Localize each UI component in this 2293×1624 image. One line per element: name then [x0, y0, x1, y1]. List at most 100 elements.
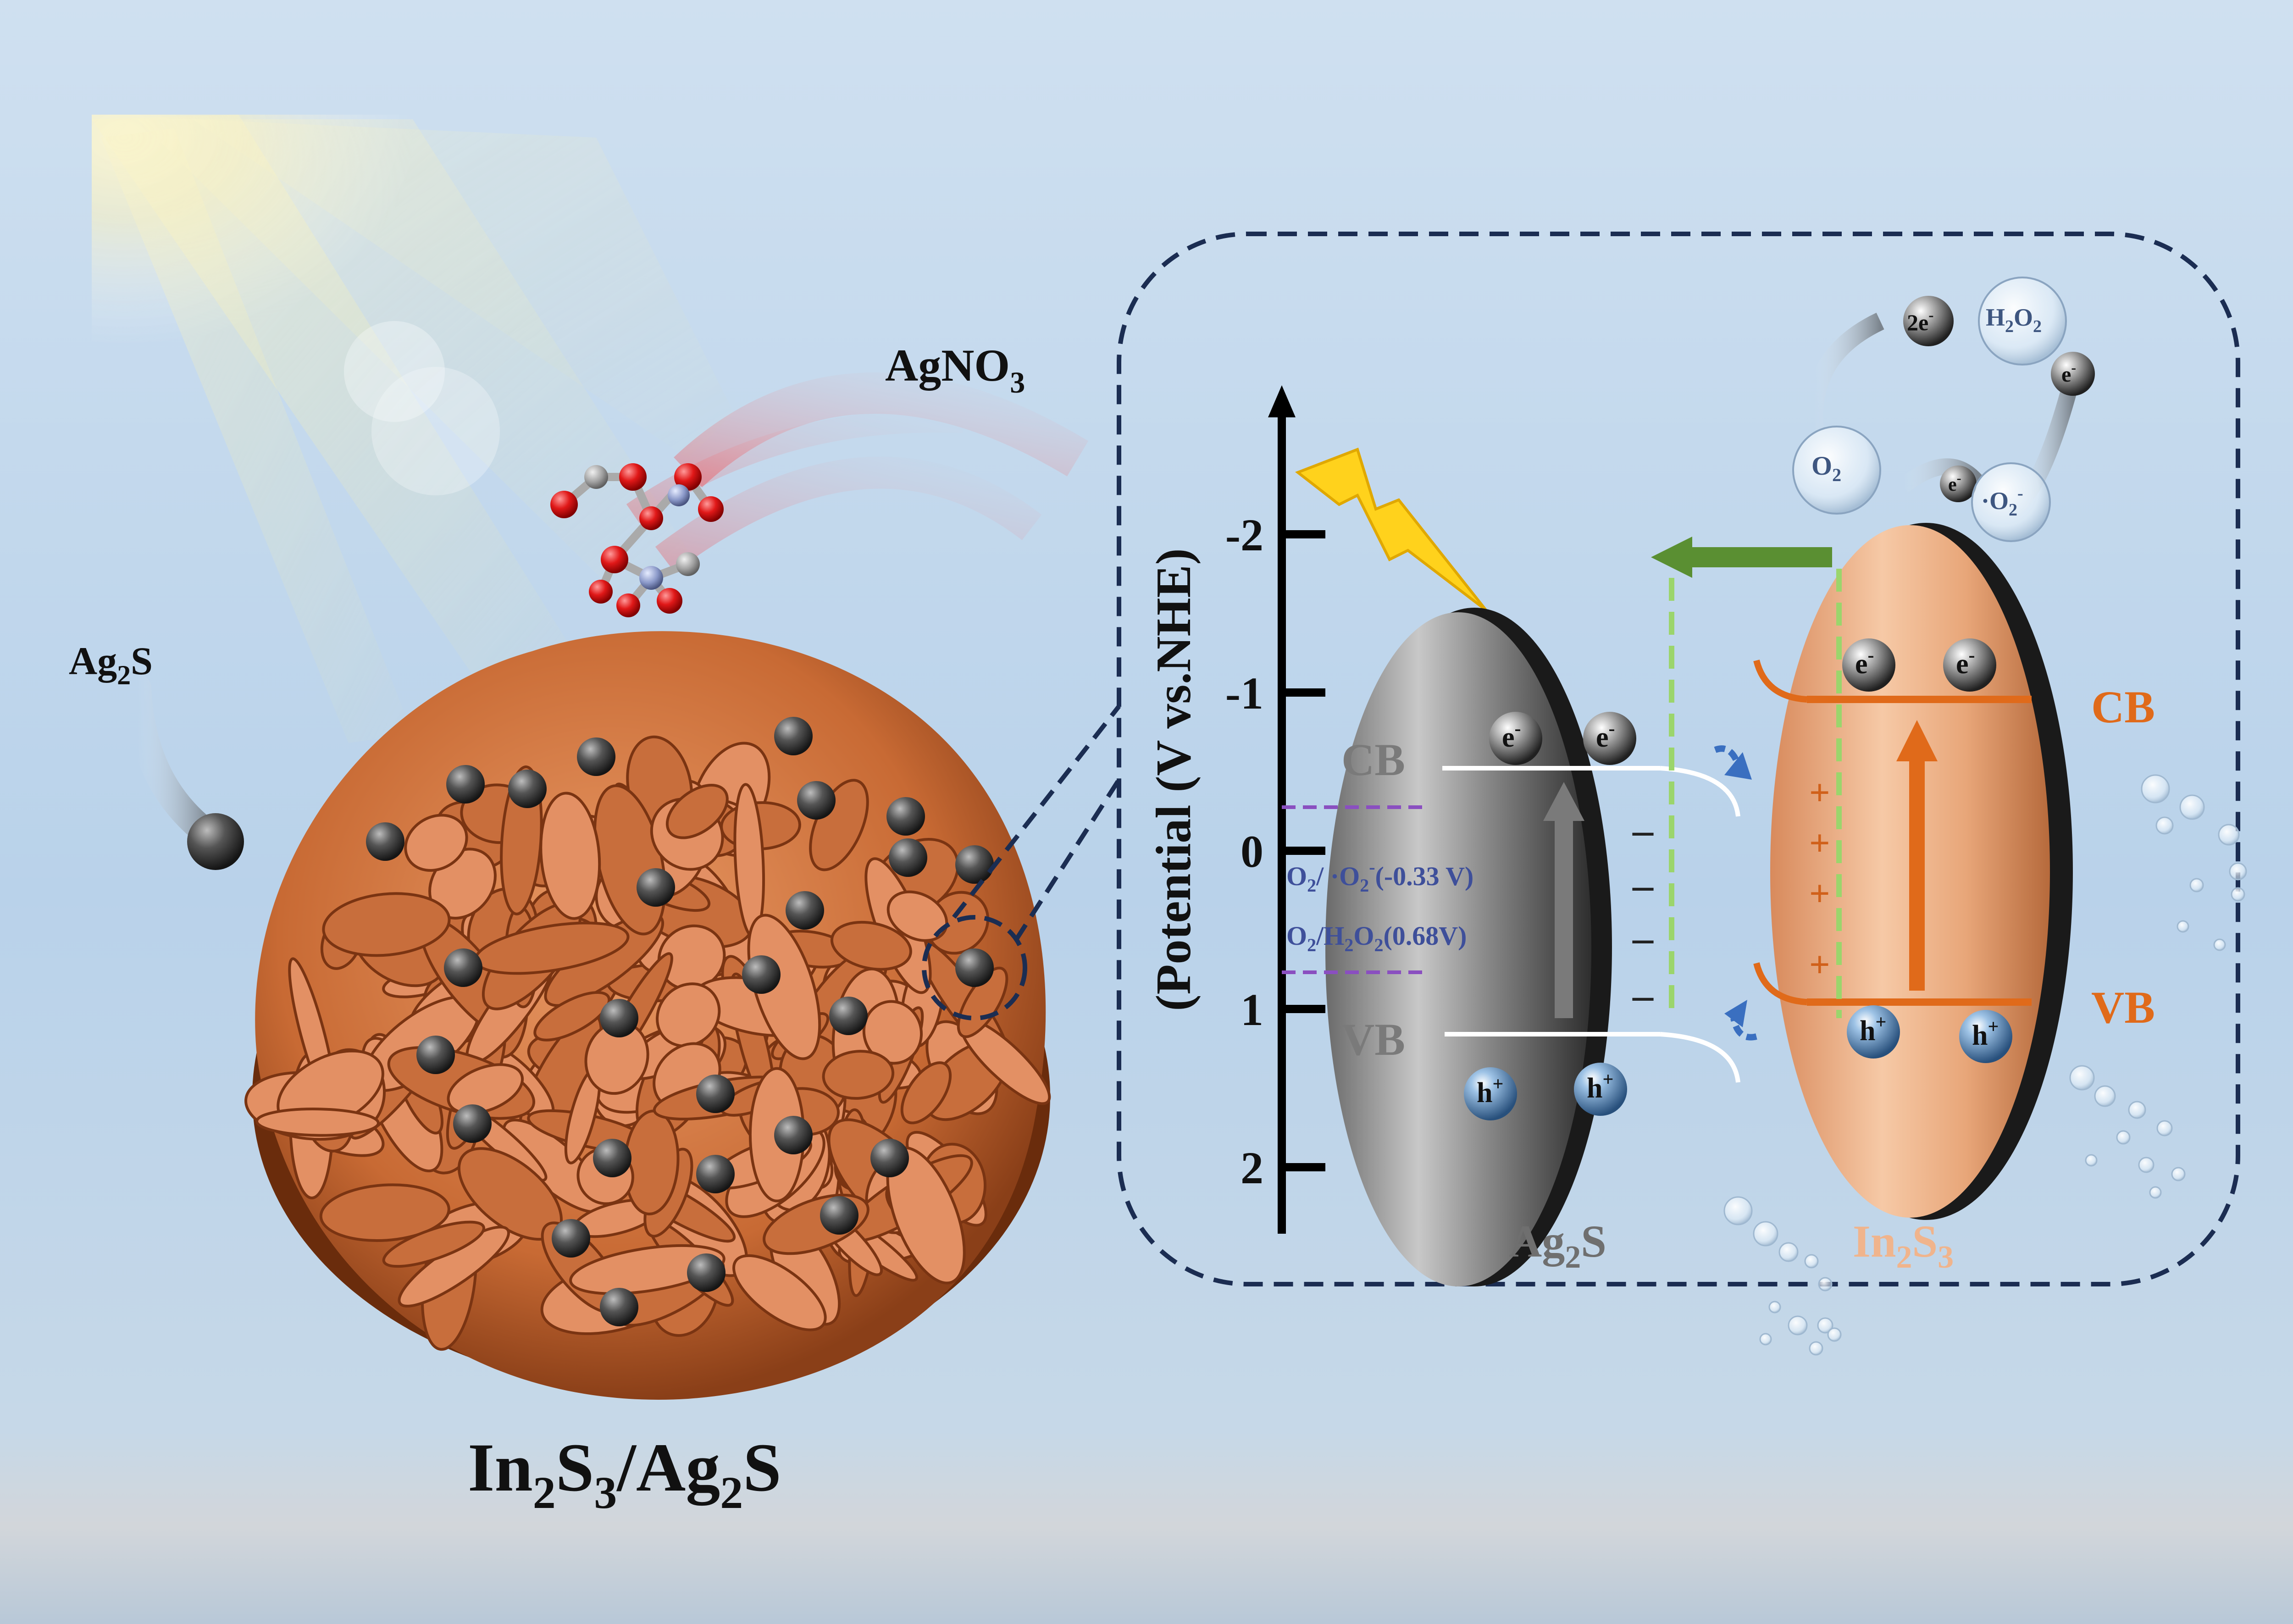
electron: e- [1583, 712, 1636, 765]
petal [533, 991, 611, 1042]
svg-text:e-: e- [1948, 471, 1961, 495]
bubble [1778, 1242, 1799, 1262]
reference-potentials: O2/ ·O2-(-0.33 V) O2/H2O2(0.68V) [1282, 805, 1473, 974]
ag2s-name: Ag2S [1509, 1216, 1606, 1275]
svg-text:H2O2: H2O2 [1986, 304, 2042, 336]
bubble [2189, 878, 2204, 892]
axis-tick-label: -2 [1225, 510, 1263, 560]
in2s3-name: In2S3 [1853, 1216, 1954, 1275]
ag2s-nanoparticle [774, 1116, 813, 1154]
svg-text:–: – [1632, 863, 1654, 908]
charge-carriers: e-e-h+ h+ e-e-h+ h+ [1464, 638, 2012, 1120]
bubble [2229, 862, 2247, 881]
ag2s-nanoparticle [453, 1104, 492, 1143]
ag2s-nanoparticle [593, 1139, 631, 1177]
ag2s-particle [187, 813, 244, 870]
ag2s-nanoparticle [820, 1196, 858, 1235]
bubble [2213, 938, 2226, 951]
petal [900, 1061, 952, 1125]
bubble [2069, 1065, 2095, 1091]
bubbles [1723, 774, 2247, 1356]
two-electron-ball [1903, 296, 1954, 346]
agno3-label: AgNO3 [885, 340, 1025, 399]
bubble [1804, 1254, 1819, 1269]
ag2s-band-particle: CB VB Ag2S – – – – [1325, 608, 1740, 1286]
petal [862, 1000, 923, 1065]
agno3-molecules: AgNO3 [550, 340, 1089, 617]
ag2s-nanoparticle [829, 997, 868, 1035]
o2-superoxide-label: O2/ ·O2-(-0.33 V) [1286, 857, 1473, 896]
bubble [2138, 1157, 2155, 1173]
zoom-line-bottom [1014, 778, 1121, 942]
bubble [1827, 1327, 1842, 1342]
petal [656, 982, 721, 1048]
ag2s-nanoparticle [444, 948, 482, 987]
bubble [2231, 887, 2245, 902]
hole: h+ [1574, 1063, 1627, 1116]
petal [382, 1220, 485, 1268]
svg-text:h+: h+ [1860, 1012, 1886, 1047]
axis-tick-label: -1 [1225, 668, 1263, 719]
svg-text:e-: e- [1596, 718, 1615, 753]
bubble [1753, 1221, 1778, 1247]
hole: h+ [1847, 1005, 1900, 1059]
bubble [1759, 1333, 1772, 1346]
ag2s-nanoparticle [552, 1219, 590, 1258]
composite-label: In2S3/Ag2S [468, 1430, 781, 1518]
svg-text:+: + [1809, 773, 1830, 813]
ag2s-nanoparticle [600, 1288, 638, 1326]
bubble [2155, 816, 2174, 835]
ag2s-nanoparticle [774, 717, 813, 755]
svg-text:h+: h+ [1477, 1074, 1503, 1109]
superoxide-bubble [1971, 462, 2051, 542]
electron: e- [1943, 638, 1996, 692]
ag2s-nanoparticle [786, 891, 824, 930]
ag2s-precursor: Ag2S [69, 639, 244, 870]
bubble [1723, 1196, 1753, 1225]
electron: e- [1842, 638, 1895, 692]
ag2s-nanoparticle [742, 955, 781, 994]
svg-text:+: + [1809, 945, 1830, 985]
in2s3-vb-label: VB [2091, 982, 2155, 1033]
petal [447, 1063, 524, 1115]
petal [747, 914, 821, 1060]
oxygen-reduction-cycle: 2e- H2O2 e- O2 e- ·O2- [1792, 277, 2095, 542]
ag2s-precursor-label: Ag2S [69, 639, 153, 690]
bubble [2156, 1120, 2173, 1136]
petal [569, 1244, 726, 1295]
petal [665, 784, 729, 839]
electron: e- [1489, 712, 1542, 765]
ag2s-nanoparticle [889, 838, 927, 877]
axis-tick-label: 1 [1241, 984, 1263, 1035]
petal [539, 792, 601, 920]
svg-text:e-: e- [1956, 645, 1975, 680]
ag2s-nanoparticle [577, 737, 615, 776]
ag2s-nanoparticle [955, 948, 994, 987]
bubble [2218, 824, 2240, 846]
ag2s-nanoparticle [886, 797, 925, 836]
petal [404, 814, 468, 872]
bubble [1818, 1277, 1833, 1291]
svg-text:+: + [1809, 823, 1830, 864]
petal [886, 890, 948, 942]
hole: h+ [1464, 1067, 1517, 1120]
ag2s-nanoparticle [600, 999, 638, 1037]
bubble [2141, 774, 2170, 804]
bubble [2179, 794, 2205, 820]
petal [322, 892, 451, 957]
svg-text:+: + [1809, 874, 1830, 914]
ag2s-nanoparticles [366, 717, 994, 1326]
lightning-bolt-icon [1295, 448, 1487, 611]
electron-transfer [1651, 537, 1842, 1041]
svg-text:h+: h+ [1972, 1016, 1999, 1051]
hole: h+ [1959, 1010, 2012, 1063]
in2s3-ag2s-sphere: In2S3/Ag2S [244, 631, 1121, 1518]
zoom-circle [922, 915, 1027, 1020]
bubble [2171, 1167, 2186, 1181]
axis-tick-label: 0 [1241, 826, 1263, 877]
o2-bubble [1792, 426, 1881, 515]
bubble [2128, 1101, 2146, 1119]
petal [822, 1050, 895, 1100]
